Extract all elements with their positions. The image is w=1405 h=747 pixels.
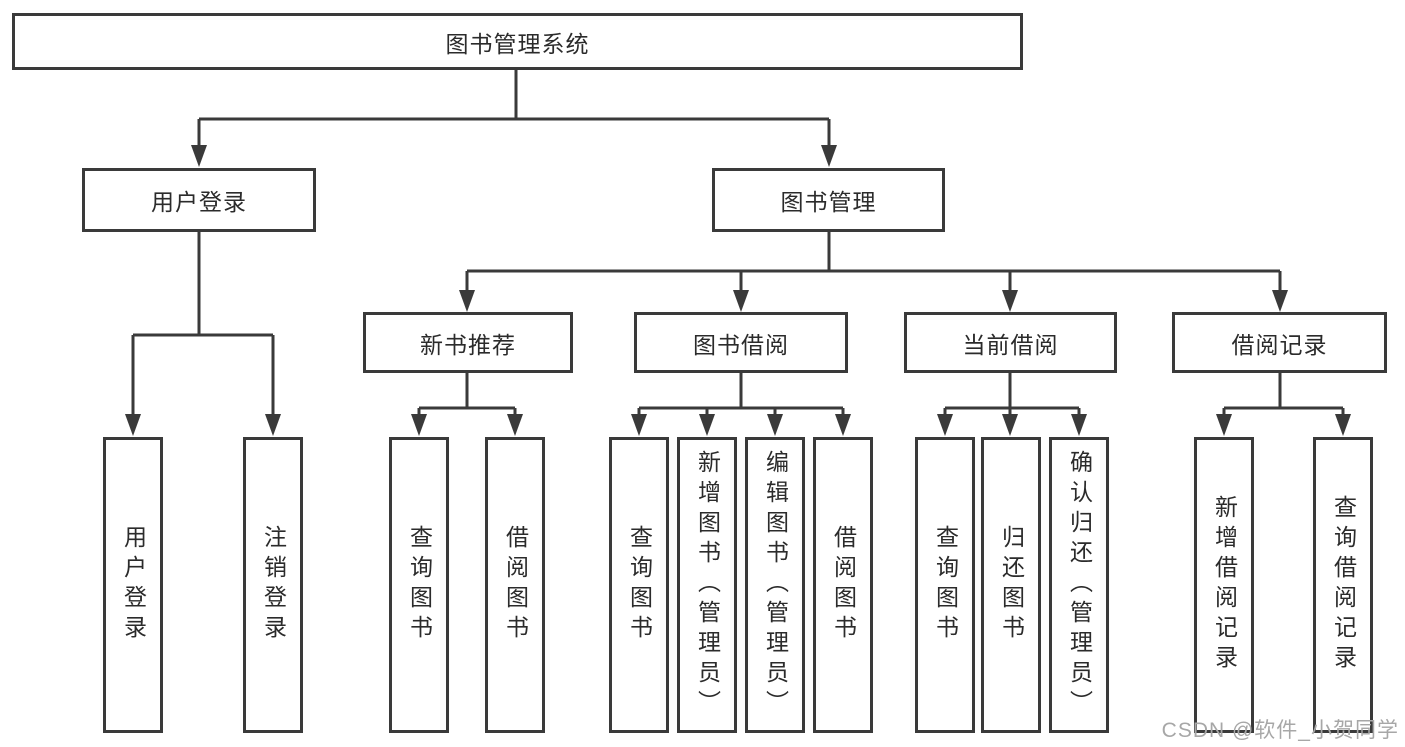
node-leaf-add-borrow-record: 新增借阅记录	[1194, 437, 1254, 733]
node-leaf-add-books-admin-label: 新增图书（管理员）	[694, 450, 721, 720]
node-new-book-recommend: 新书推荐	[363, 312, 573, 373]
node-leaf-confirm-return-admin: 确认归还（管理员）	[1049, 437, 1109, 733]
node-leaf-user-login-label: 用户登录	[120, 525, 147, 645]
node-leaf-query-books-current-label: 查询图书	[932, 525, 959, 645]
node-book-borrowing: 图书借阅	[634, 312, 848, 373]
node-leaf-query-borrow-record-label: 查询借阅记录	[1330, 495, 1357, 675]
node-leaf-query-borrow-record: 查询借阅记录	[1313, 437, 1373, 733]
node-leaf-add-borrow-record-label: 新增借阅记录	[1211, 495, 1238, 675]
node-leaf-logout-label: 注销登录	[260, 525, 287, 645]
node-leaf-borrow-books-recommend-label: 借阅图书	[502, 525, 529, 645]
node-leaf-return-books-label: 归还图书	[998, 525, 1025, 645]
node-leaf-query-books-borrowing: 查询图书	[609, 437, 669, 733]
node-book-management: 图书管理	[712, 168, 945, 232]
node-leaf-add-books-admin: 新增图书（管理员）	[677, 437, 737, 733]
node-root: 图书管理系统	[12, 13, 1023, 70]
node-borrowing-records-label: 借阅记录	[1231, 331, 1328, 358]
node-leaf-query-books-current: 查询图书	[915, 437, 975, 733]
node-leaf-edit-books-admin-label: 编辑图书（管理员）	[762, 450, 789, 720]
node-borrowing-records: 借阅记录	[1172, 312, 1387, 373]
node-leaf-user-login: 用户登录	[103, 437, 163, 733]
node-leaf-query-books-borrowing-label: 查询图书	[626, 525, 653, 645]
node-new-book-recommend-label: 新书推荐	[420, 331, 516, 358]
node-leaf-borrow-books-borrowing: 借阅图书	[813, 437, 873, 733]
node-leaf-edit-books-admin: 编辑图书（管理员）	[745, 437, 805, 733]
node-user-login-label: 用户登录	[151, 189, 247, 215]
node-leaf-confirm-return-admin-label: 确认归还（管理员）	[1066, 450, 1093, 720]
node-leaf-logout: 注销登录	[243, 437, 303, 733]
node-leaf-query-books-recommend: 查询图书	[389, 437, 449, 733]
node-current-borrowing: 当前借阅	[904, 312, 1117, 373]
node-book-management-label: 图书管理	[780, 189, 877, 215]
csdn-watermark: CSDN @软件_小贺同学	[1161, 719, 1399, 742]
node-book-borrowing-label: 图书借阅	[693, 331, 789, 358]
node-current-borrowing-label: 当前借阅	[962, 331, 1059, 358]
node-root-label: 图书管理系统	[445, 30, 590, 57]
node-leaf-borrow-books-borrowing-label: 借阅图书	[830, 525, 857, 645]
node-leaf-return-books: 归还图书	[981, 437, 1041, 733]
node-leaf-borrow-books-recommend: 借阅图书	[485, 437, 545, 733]
node-leaf-query-books-recommend-label: 查询图书	[406, 525, 433, 645]
node-user-login: 用户登录	[82, 168, 316, 232]
